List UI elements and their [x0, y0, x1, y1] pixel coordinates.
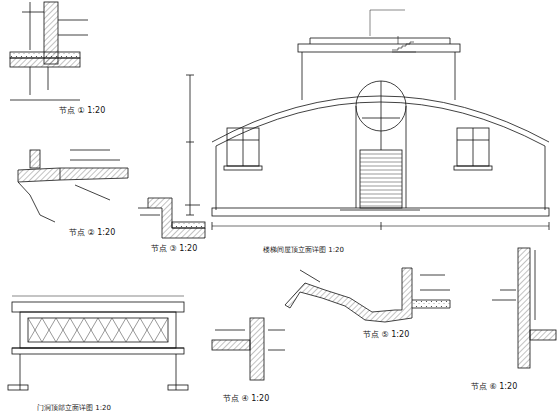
hatch-stroke: [84, 318, 98, 342]
elevation-title: 楼梯间屋顶立面详图 1:20: [262, 246, 345, 254]
hatch-stroke: [84, 318, 98, 342]
hatch-stroke: [360, 206, 402, 207]
hatch-stroke: [98, 318, 112, 342]
hatch-stroke: [70, 318, 84, 342]
hatch-stroke: [360, 186, 402, 187]
hatch-stroke: [360, 194, 402, 195]
hatch-stroke: [154, 318, 168, 342]
hatch-stroke: [112, 318, 126, 342]
hatch-stroke: [140, 318, 154, 342]
hatch-stroke: [56, 318, 70, 342]
detail-title: 节点 ③ 1:20: [150, 244, 198, 254]
hatch-stroke: [360, 202, 402, 203]
node-2-section: [18, 150, 128, 222]
hatch-stroke: [126, 318, 140, 342]
detail-title: 节点 ⑥ 1:20: [470, 382, 518, 392]
node-6-section: [492, 248, 556, 368]
elevation-title: 门洞顶部立面详图 1:20: [36, 404, 112, 412]
detail-title: 节点 ① 1:20: [58, 106, 106, 116]
hatch-stroke: [28, 318, 42, 342]
detail-title: 节点 ② 1:20: [68, 228, 116, 238]
hatch-stroke: [360, 190, 402, 191]
hatch-stroke: [42, 318, 56, 342]
node-4-section: [212, 318, 285, 380]
hatch-stroke: [112, 318, 126, 342]
louver-lines: [360, 154, 402, 206]
hatch-stroke: [360, 178, 402, 179]
hatch-stroke: [360, 154, 402, 155]
hatch-stroke: [360, 166, 402, 167]
hatch-stroke: [140, 318, 154, 342]
hatch-stroke: [42, 318, 56, 342]
node-5-section: [285, 268, 450, 322]
lattice-lines: [28, 318, 168, 342]
hatch-stroke: [360, 198, 402, 199]
hatch-stroke: [70, 318, 84, 342]
hatch-stroke: [360, 162, 402, 163]
door-top-elevation: [8, 296, 188, 390]
hatch-stroke: [126, 318, 140, 342]
hatch-stroke: [360, 158, 402, 159]
hatch-stroke: [360, 174, 402, 175]
stair-roof-elevation: [186, 10, 549, 230]
hatch-stroke: [28, 318, 42, 342]
node-3-section: [138, 198, 205, 238]
detail-title: 节点 ⑤ 1:20: [362, 330, 410, 340]
hatch-stroke: [360, 170, 402, 171]
hatch-stroke: [98, 318, 112, 342]
hatch-stroke: [56, 318, 70, 342]
detail-title: 节点 ④ 1:20: [222, 394, 270, 404]
hatch-stroke: [360, 182, 402, 183]
node-1-section: [10, 2, 88, 100]
hatch-stroke: [154, 318, 168, 342]
